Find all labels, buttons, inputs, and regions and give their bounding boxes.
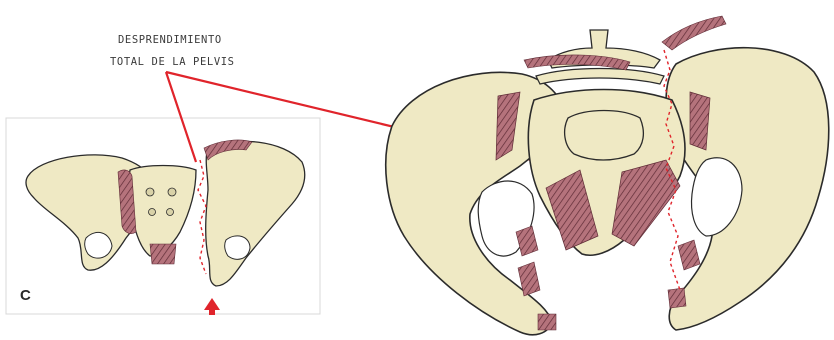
small-sacrum	[129, 166, 196, 257]
large-right-sacrospinous-ligament	[612, 160, 680, 246]
small-sacral-foramen	[146, 188, 154, 196]
annotation-line-1: DESPRENDIMIENTO	[118, 34, 222, 46]
large-left-lower-ligament	[516, 226, 538, 256]
large-sacral-rim	[536, 69, 664, 85]
small-right-ilium	[206, 141, 305, 286]
panel-c: C	[6, 118, 320, 315]
small-sacral-foramen	[149, 209, 156, 216]
annotation: DESPRENDIMIENTO TOTAL DE LA PELVIS	[110, 34, 235, 68]
large-pelvis	[386, 16, 829, 335]
large-bottom-left-ligament	[538, 314, 556, 330]
large-right-lower-ligament	[678, 240, 700, 270]
pointer-line-to-small	[166, 72, 196, 162]
red-up-arrow-stem	[209, 309, 215, 315]
large-right-sacroiliac-ligament	[690, 92, 710, 150]
small-separation-gap	[198, 160, 206, 274]
small-sacral-foramen	[168, 188, 176, 196]
large-right-top-ligament	[662, 16, 726, 50]
small-sacral-foramen	[167, 209, 174, 216]
small-left-obturator	[85, 232, 112, 258]
panel-label: C	[20, 287, 31, 304]
red-up-arrow-icon	[204, 298, 220, 310]
large-right-ilium	[666, 48, 829, 330]
small-right-obturator	[225, 236, 250, 259]
large-bottom-right-ligament	[668, 288, 686, 308]
large-vertebral-body	[565, 111, 644, 161]
small-bottom-ligament	[150, 244, 176, 264]
annotation-line-2: TOTAL DE LA PELVIS	[110, 56, 235, 68]
